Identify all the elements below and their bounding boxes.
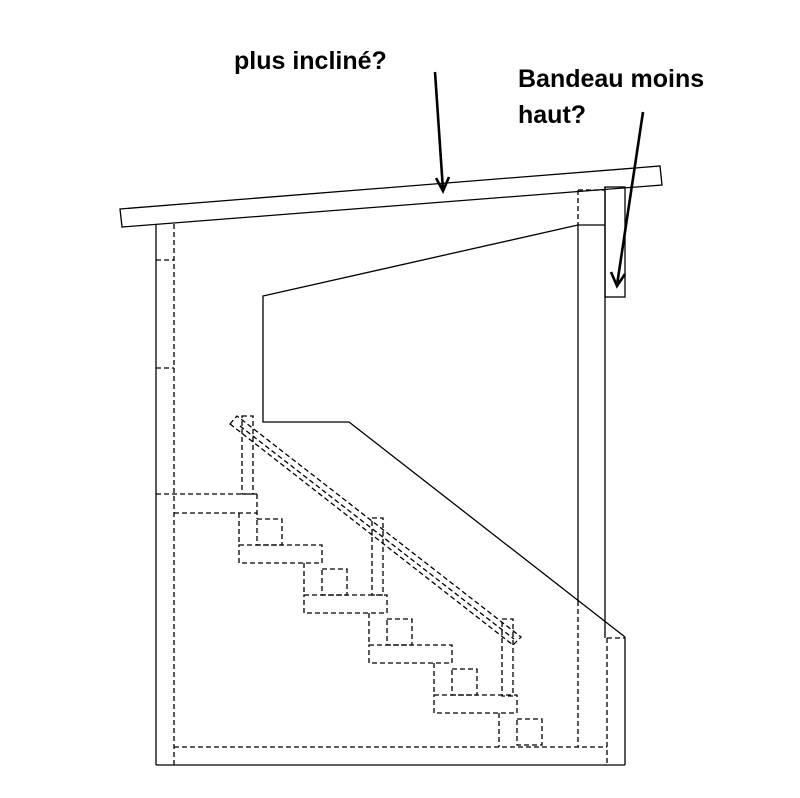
fascia-note-line2: haut? [518, 101, 587, 129]
handrail-post [371, 517, 384, 596]
arrow-roof-note [433, 71, 451, 194]
stair-tread [368, 644, 453, 664]
stair-tread [433, 694, 518, 714]
handrail-inner-line [239, 425, 515, 640]
fascia-board [604, 186, 626, 298]
roof-slope-note: plus incliné? [234, 47, 387, 75]
stair-tread [238, 544, 323, 564]
stair-tread [303, 594, 388, 614]
stair-riser-block [321, 568, 348, 596]
handrail [229, 415, 522, 646]
stair-riser-block [386, 618, 413, 646]
wall-opening-outline [262, 224, 626, 638]
stair-riser-block [451, 668, 478, 696]
stair-riser-block [516, 718, 543, 746]
fascia-note-line1: Bandeau moins [518, 65, 705, 93]
arrow-fascia-note [609, 111, 645, 289]
handrail-post [501, 618, 514, 697]
roof-panel [119, 165, 663, 228]
staircase-steps [238, 513, 543, 747]
handrail-post [241, 415, 254, 495]
stair-riser-block [256, 518, 283, 546]
